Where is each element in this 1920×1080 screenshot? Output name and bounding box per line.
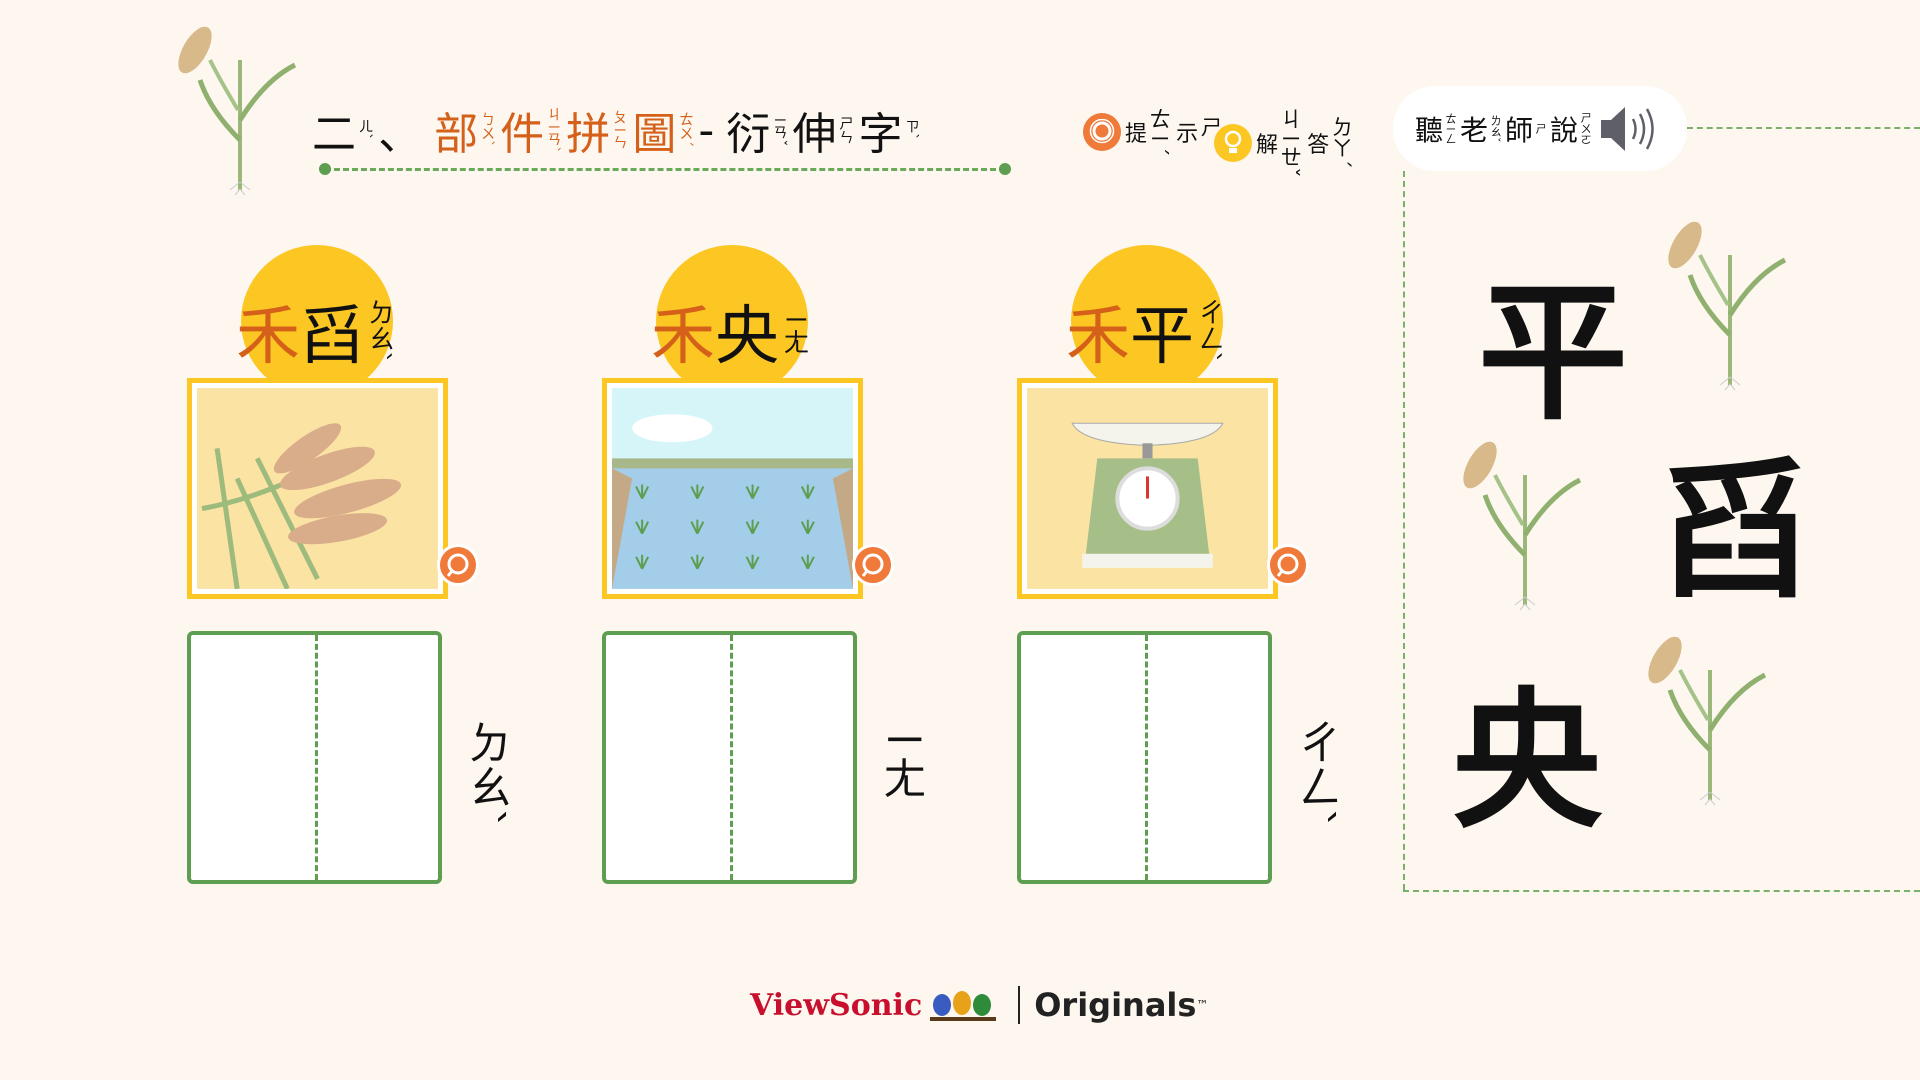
character-bopomofo: ㄧㄤ [779,307,809,355]
character-badge: 禾央秧ㄧㄤ [651,245,809,397]
radical: 禾 [651,300,715,374]
piece-ping[interactable]: 平 [1478,265,1629,441]
title-char: 拼 [566,109,611,160]
listen-char: 聽 [1415,113,1444,147]
panel-border [1403,890,1920,892]
lightbulb-icon [1214,123,1252,162]
character-badge: 禾平秤ㄔㄥˋ [1066,245,1224,397]
title-bopomofo: ㄅㄨˋ [479,112,496,148]
magnifier-icon [446,553,469,577]
title-bopomofo: ㄊㄨˊ [677,112,694,148]
component-character: 平 [1130,300,1194,374]
answer-bopomofo: ㄉㄠˋ [460,720,511,830]
plant-decoration [1455,435,1595,615]
title-bopomofo: ㄗˋ [903,119,920,141]
plant-decoration [170,20,310,200]
panel-border [1687,127,1920,129]
listen-char: 師 [1505,113,1534,147]
panel-border [1403,171,1405,890]
title-bopomofo: ㄆㄧㄣ [611,110,628,150]
answer-button[interactable]: 解ㄐㄧㄝˇ 答ㄉㄚˊ [1214,108,1358,178]
birds-icon [930,991,997,1021]
rice-stalks-image [197,388,438,589]
picture-card [187,378,448,599]
magnifier-icon [861,553,884,577]
speaker-icon [1601,106,1654,151]
drop-zone[interactable] [1017,631,1272,884]
title-char: 字 [858,109,903,160]
character-badge: 禾舀稻ㄉㄠˋ [236,245,394,397]
divider [1018,986,1021,1024]
title-char: 圖 [632,109,677,160]
zoom-picture-button[interactable] [852,544,894,586]
magnifier-icon [1083,113,1121,152]
zoom-picture-button[interactable] [1267,544,1309,586]
radical: 禾 [236,300,300,374]
radical: 禾 [1066,300,1130,374]
title-char: 件 [500,109,545,160]
title-bopomofo: ㄐㄧㄢˋ [545,106,562,154]
magnifier-icon [1276,553,1299,577]
listen-bopomofo: ㄊㄧㄥ [1444,113,1458,144]
title-bopomofo: ㄕㄣ [837,115,854,145]
scale-image [1027,388,1268,589]
title-underline [319,163,1011,175]
title-bopomofo: ㄧㄢˇ [771,113,788,147]
title-char: 衍 [726,109,771,160]
title-char: 伸 [792,109,837,160]
picture-card [1017,378,1278,599]
listen-bopomofo: ㄕㄨㄛ [1579,112,1593,145]
title-bopomofo: ㄦˋ [357,119,374,141]
answer-bopomofo: ㄔㄥˋ [1290,720,1341,830]
answer-bopomofo: ㄧㄤ [875,720,926,800]
title-char: 、 [378,109,423,160]
title-char: 部 [434,109,479,160]
listen-bopomofo: ㄌㄠˇ [1489,114,1503,143]
rice-paddy-image [612,388,853,589]
hint-button[interactable]: 提ㄊㄧˊ 示ㄕˋ [1083,108,1227,157]
component-character: 舀 [300,300,364,374]
listen-char: 老 [1460,113,1489,147]
plant-decoration [1640,630,1780,810]
piece-yao[interactable]: 舀 [1660,443,1811,619]
title-char: - [698,104,715,156]
drop-zone[interactable] [602,631,857,884]
plant-decoration [1660,215,1800,395]
piece-yang[interactable]: 央 [1452,673,1603,849]
listen-char: 說 [1550,113,1579,147]
zoom-picture-button[interactable] [437,544,479,586]
component-character: 央 [715,300,779,374]
character-bopomofo: ㄔㄥˋ [1194,298,1224,364]
listen-bopomofo: ㄕ [1534,123,1548,134]
character-bopomofo: ㄉㄠˋ [364,298,394,364]
picture-card [602,378,863,599]
drop-zone[interactable] [187,631,442,884]
title-char: 二 [312,109,356,160]
